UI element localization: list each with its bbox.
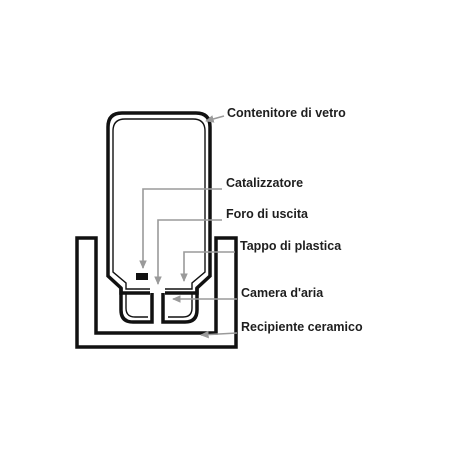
plastic-cap-leader	[180, 251, 235, 282]
glass-container-inner	[112, 118, 206, 290]
ceramic-vessel	[75, 236, 238, 349]
ceramic-vessel-leader	[200, 330, 238, 339]
plastic-cap-left-inner	[125, 293, 148, 318]
catalyst-leader	[139, 188, 222, 269]
outlet-hole-leader	[154, 219, 222, 285]
label-ceramic-vessel: Recipiente ceramico	[241, 320, 363, 334]
glass-container-outer	[106, 111, 212, 295]
label-plastic-cap: Tappo di plastica	[240, 239, 342, 253]
plastic-cap-right-inner	[168, 293, 193, 318]
label-outlet-hole: Foro di uscita	[226, 207, 309, 221]
label-air-chamber: Camera d'aria	[241, 286, 324, 300]
label-glass-container: Contenitore di vetro	[227, 106, 346, 120]
catalyst-block	[136, 273, 148, 280]
plastic-cap-right	[161, 288, 199, 324]
glass-container-leader	[205, 115, 225, 123]
plastic-cap-left	[119, 288, 154, 324]
label-catalyst: Catalizzatore	[226, 176, 303, 190]
